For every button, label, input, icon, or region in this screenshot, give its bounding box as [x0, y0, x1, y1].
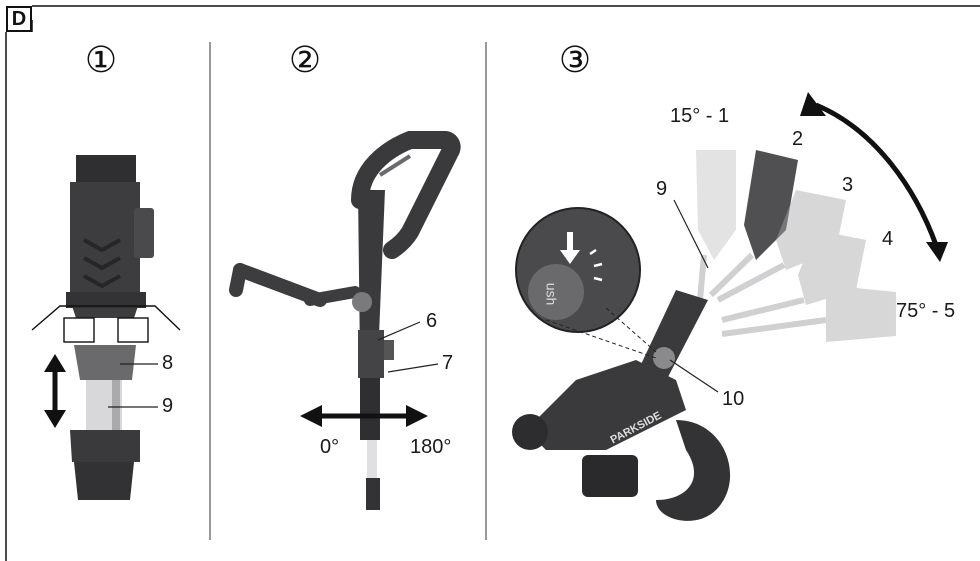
callout-7: 7 [442, 352, 454, 374]
callout-9-step3: 9 [656, 178, 668, 200]
angle-180: 180° [410, 436, 452, 458]
position-label-5: 75° - 5 [896, 300, 956, 322]
position-label-1: 15° - 1 [670, 105, 730, 127]
step3-illustration [512, 92, 948, 521]
callout-9: 9 [162, 395, 174, 417]
panel-tag: D [6, 6, 32, 32]
step2-illustration [229, 131, 461, 510]
position-label-2: 2 [792, 128, 804, 150]
callout-10: 10 [722, 388, 745, 410]
push-button-text: ush [543, 282, 560, 306]
step-number-3: ③ [558, 40, 592, 81]
step-number-2: ② [288, 40, 322, 81]
step-number-1: ① [84, 40, 118, 81]
angle-0: 0° [320, 436, 340, 458]
callout-8: 8 [162, 352, 174, 374]
position-label-3: 3 [842, 174, 854, 196]
step1-illustration [31, 155, 181, 500]
callout-6: 6 [426, 310, 438, 332]
position-label-4: 4 [882, 228, 894, 250]
